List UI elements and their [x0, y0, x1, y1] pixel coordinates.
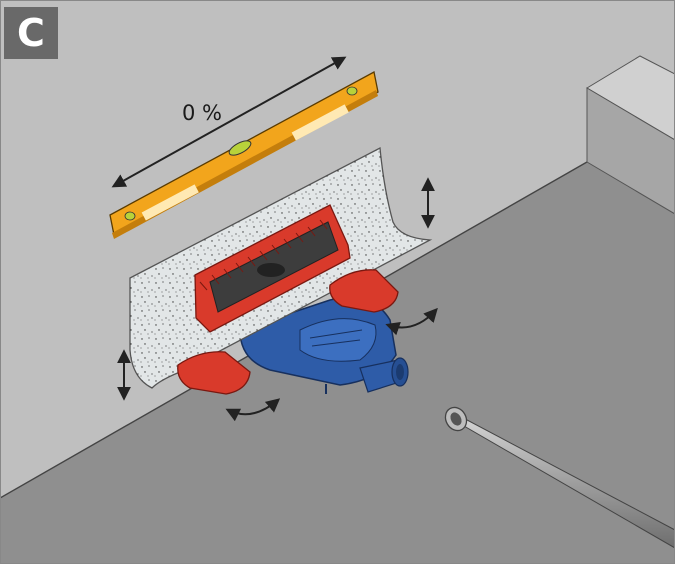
- slope-label: 0 %: [182, 101, 222, 125]
- drain-pipe: [444, 406, 675, 549]
- rotate-arrow-left: [225, 398, 281, 422]
- step-badge: C: [4, 7, 58, 59]
- adjustable-foot-right: [329, 269, 399, 313]
- slope-arrow: [111, 56, 347, 188]
- adjustable-foot-left: [177, 351, 251, 395]
- rotate-arrow-right: [385, 307, 438, 336]
- drain-body: [239, 296, 409, 394]
- drain-channel: [194, 204, 351, 333]
- raised-block-front: [586, 87, 675, 215]
